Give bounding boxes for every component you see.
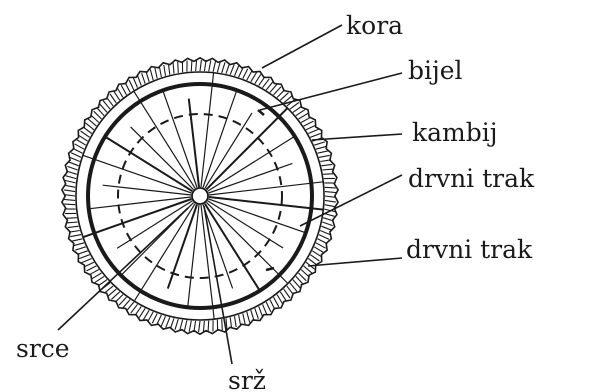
label-srce: srce <box>16 334 70 363</box>
wood-ray <box>163 90 197 187</box>
wood-ray <box>83 155 192 193</box>
wood-ray <box>89 197 191 209</box>
label-bijel: bijel <box>408 56 463 85</box>
leader-bijel <box>260 73 402 110</box>
wood-ray <box>168 205 197 289</box>
sapwood-marker <box>258 110 264 115</box>
leader-kora <box>262 25 342 68</box>
wood-ray <box>103 185 192 195</box>
pith <box>192 188 208 204</box>
wood-ray <box>209 199 306 233</box>
wood-ray <box>209 182 323 195</box>
wood-ray <box>203 90 237 187</box>
wood-ray <box>188 205 199 307</box>
label-srz: srž <box>228 366 266 392</box>
wood-ray <box>209 197 323 210</box>
ray-marker <box>266 268 274 270</box>
leader-kambij <box>312 134 402 140</box>
label-drvni-trak-2: drvni trak <box>406 235 533 264</box>
wood-ray <box>189 99 199 188</box>
leader-srz <box>204 206 232 364</box>
wood-ray <box>83 199 192 237</box>
label-kambij: kambij <box>412 118 498 147</box>
label-drvni-trak-1: drvni trak <box>408 164 535 193</box>
label-kora: kora <box>346 11 403 40</box>
wood-ray <box>201 73 214 187</box>
